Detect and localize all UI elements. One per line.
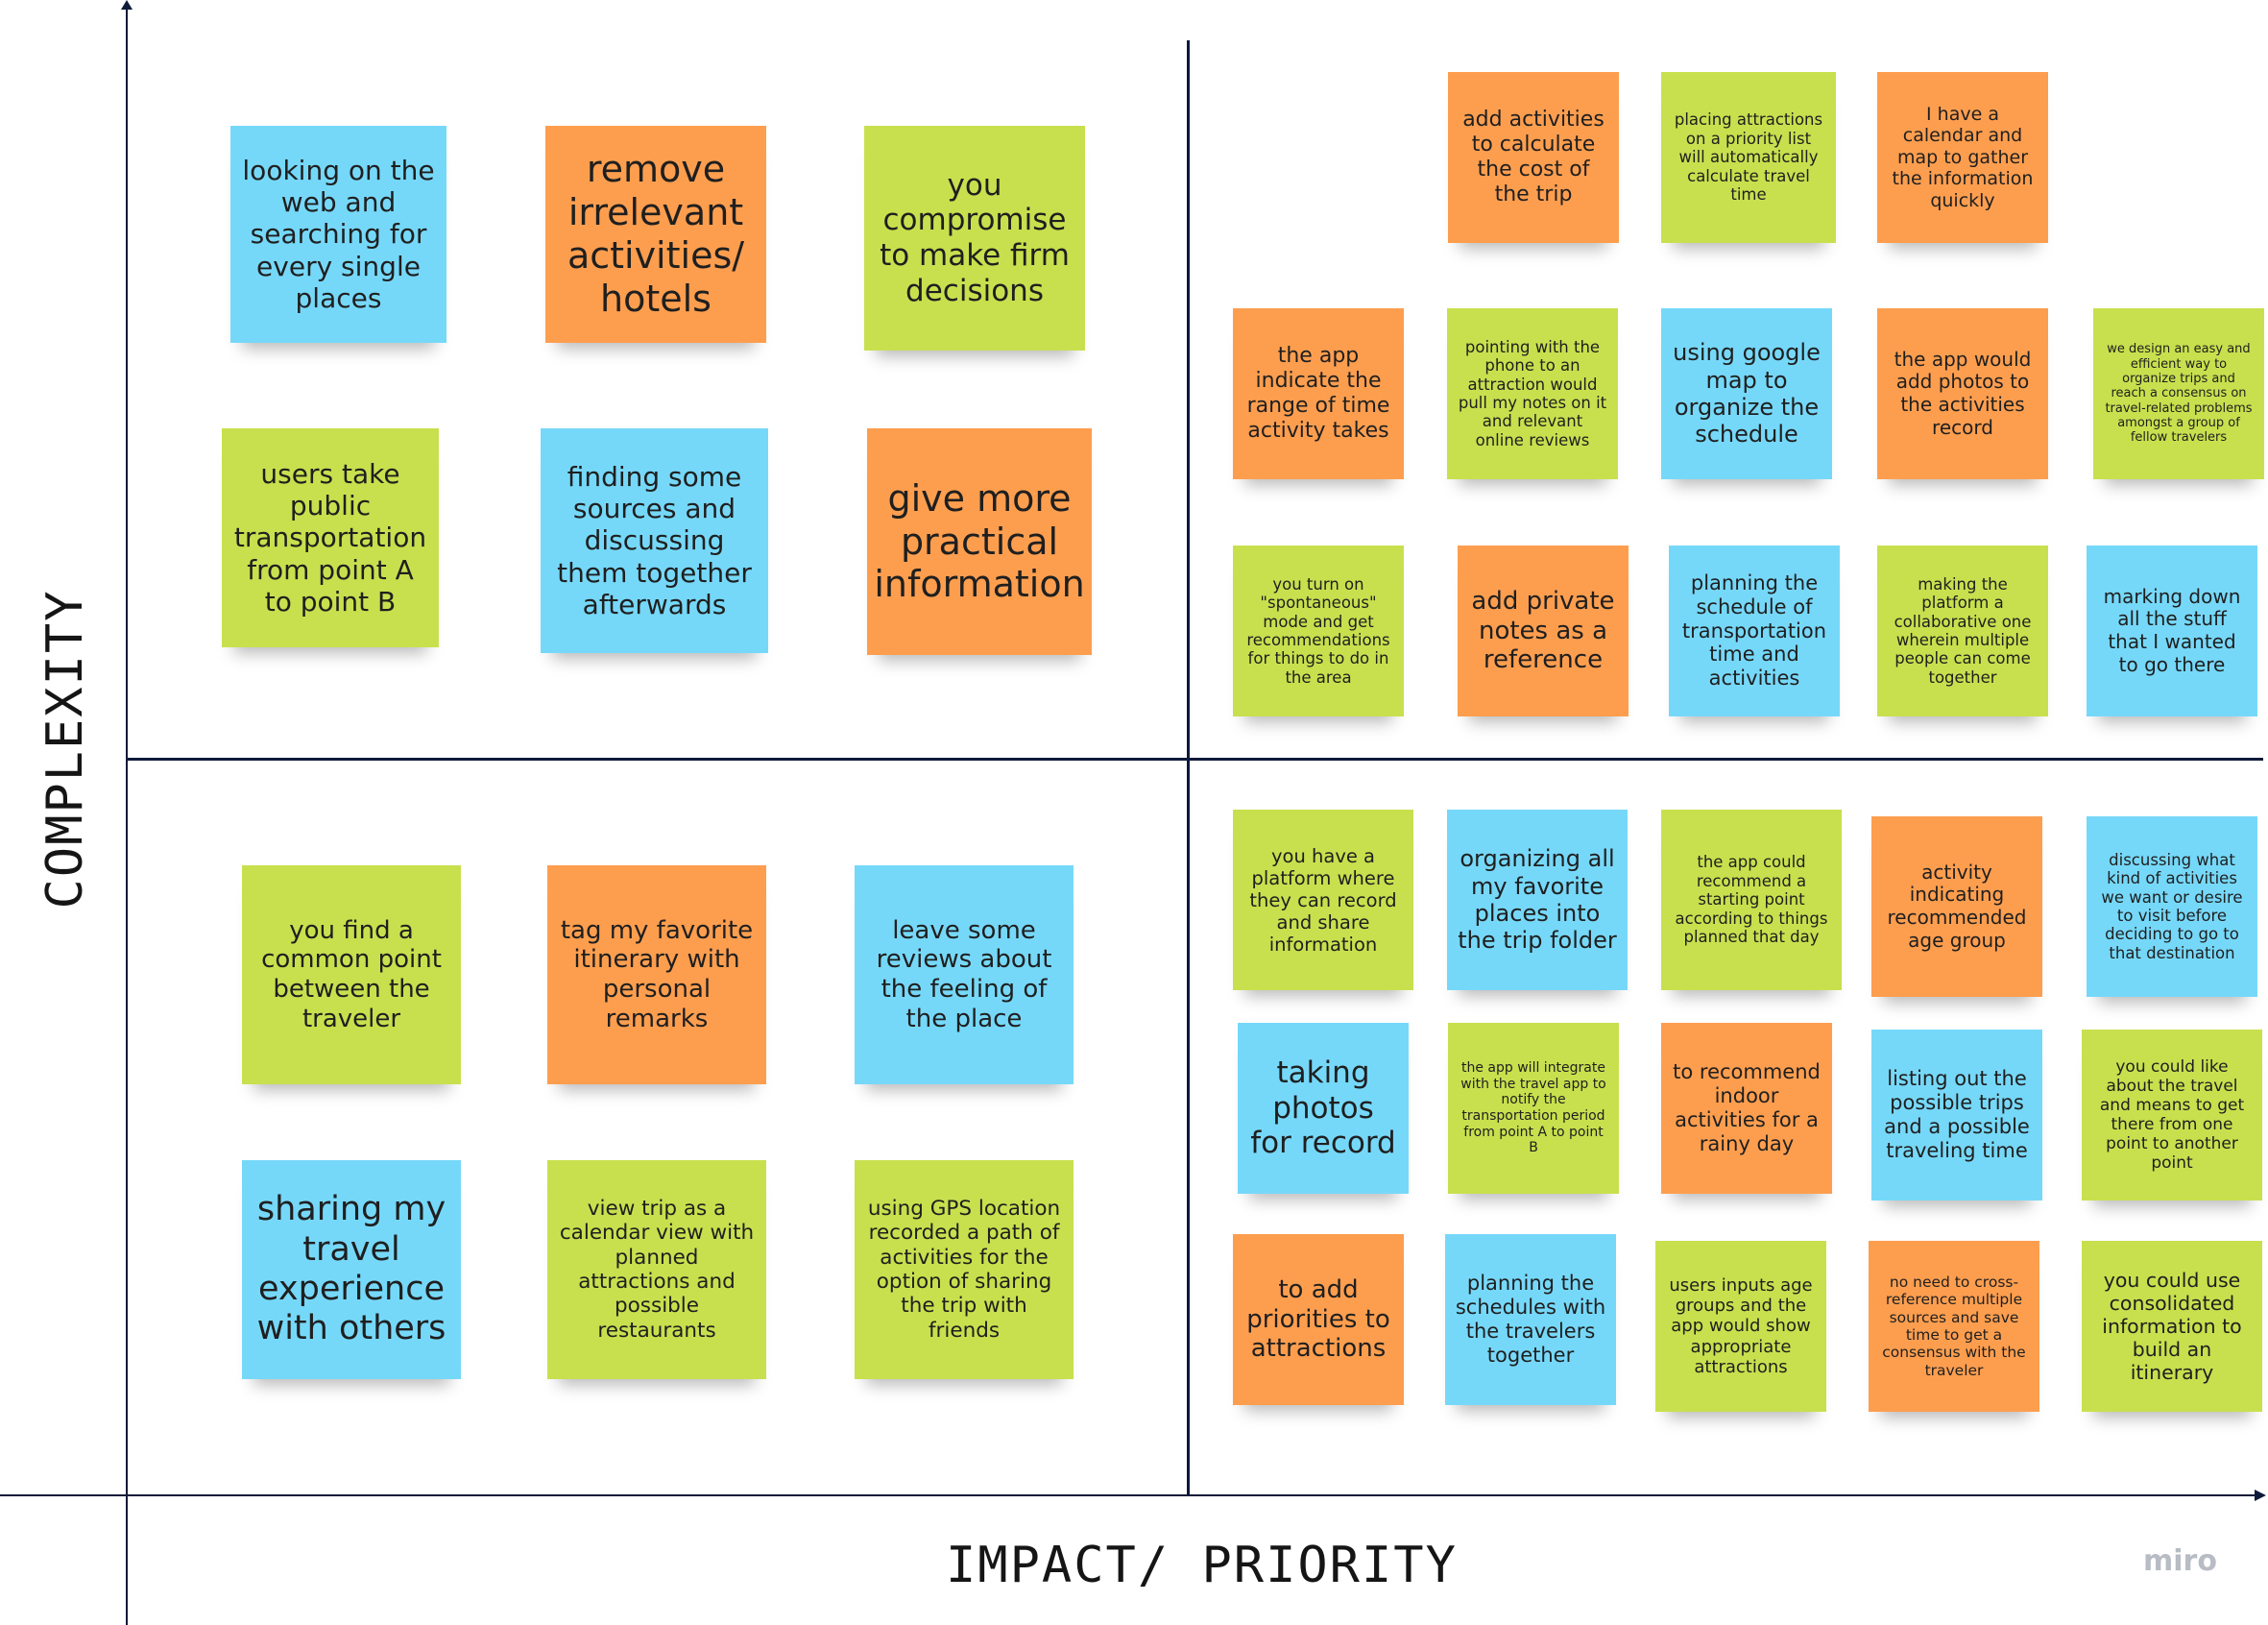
sticky-note-top-left-6[interactable]: give more practical information — [867, 428, 1092, 655]
sticky-note-text: placing attractions on a priority list w… — [1674, 110, 1823, 205]
sticky-note-bottom-right-11[interactable]: to add priorities to attractions — [1233, 1234, 1404, 1405]
sticky-note-text: we design an easy and efficient way to o… — [2105, 342, 2253, 446]
sticky-note-bottom-left-3[interactable]: leave some reviews about the feeling of … — [855, 865, 1074, 1084]
sticky-note-top-right-13[interactable]: marking down all the stuff that I wanted… — [2087, 546, 2257, 716]
sticky-note-text: you could use consolidated information t… — [2102, 1268, 2242, 1385]
sticky-note-text: activity indicating recommended age grou… — [1887, 860, 2027, 952]
sticky-note-text: pointing with the phone to an attraction… — [1458, 337, 1607, 449]
sticky-note-bottom-right-5[interactable]: discussing what kind of activities we wa… — [2087, 816, 2257, 997]
sticky-note-text: the app would add photos to the activiti… — [1894, 347, 2032, 439]
sticky-note-top-right-5[interactable]: pointing with the phone to an attraction… — [1447, 308, 1618, 479]
sticky-note-text: you find a common point between the trav… — [261, 915, 442, 1033]
sticky-note-text: leave some reviews about the feeling of … — [876, 915, 1052, 1033]
sticky-note-bottom-left-2[interactable]: tag my favorite itinerary with personal … — [547, 865, 766, 1084]
sticky-note-top-left-2[interactable]: remove irrelevant activities/ hotels — [545, 126, 766, 343]
sticky-note-text: add activities to calculate the cost of … — [1462, 108, 1604, 206]
sticky-note-text: planning the schedules with the traveler… — [1455, 1272, 1606, 1367]
sticky-note-top-left-3[interactable]: you compromise to make firm decisions — [864, 126, 1085, 351]
sticky-note-bottom-left-6[interactable]: using GPS location recorded a path of ac… — [855, 1160, 1074, 1379]
sticky-note-text: you could like about the travel and mean… — [2099, 1056, 2245, 1174]
sticky-note-top-right-8[interactable]: we design an easy and efficient way to o… — [2093, 308, 2264, 479]
sticky-note-top-right-9[interactable]: you turn on "spontaneous" mode and get r… — [1233, 546, 1404, 716]
y-axis-arrow — [121, 0, 133, 10]
sticky-note-bottom-right-15[interactable]: you could use consolidated information t… — [2082, 1241, 2262, 1412]
sticky-note-bottom-left-4[interactable]: sharing my travel experience with others — [242, 1160, 461, 1379]
sticky-note-bottom-left-1[interactable]: you find a common point between the trav… — [242, 865, 461, 1084]
sticky-note-bottom-right-6[interactable]: taking photos for record — [1238, 1023, 1409, 1194]
sticky-note-bottom-right-2[interactable]: organizing all my favorite places into t… — [1447, 810, 1628, 990]
sticky-note-text: marking down all the stuff that I wanted… — [2103, 584, 2241, 676]
y-axis-label: COMPLEXITY — [36, 589, 94, 910]
sticky-note-bottom-left-5[interactable]: view trip as a calendar view with planne… — [547, 1160, 766, 1379]
sticky-note-text: you turn on "spontaneous" mode and get r… — [1246, 574, 1390, 687]
x-axis-label: IMPACT/ PRIORITY — [946, 1537, 1458, 1594]
sticky-note-bottom-right-4[interactable]: activity indicating recommended age grou… — [1871, 816, 2042, 997]
sticky-note-top-left-1[interactable]: looking on the web and searching for eve… — [230, 126, 446, 343]
sticky-note-top-right-6[interactable]: using google map to organize the schedul… — [1661, 308, 1832, 479]
sticky-note-text: view trip as a calendar view with planne… — [559, 1196, 755, 1343]
sticky-note-text: looking on the web and searching for eve… — [242, 155, 435, 314]
sticky-note-bottom-right-9[interactable]: listing out the possible trips and a pos… — [1871, 1030, 2042, 1201]
x-axis-arrow — [2255, 1490, 2266, 1501]
sticky-note-text: listing out the possible trips and a pos… — [1884, 1067, 2030, 1162]
sticky-note-text: sharing my travel experience with others — [256, 1190, 446, 1348]
sticky-note-text: discussing what kind of activities we wa… — [2101, 850, 2243, 962]
sticky-note-text: users take public transportation from po… — [233, 458, 427, 618]
sticky-note-text: to recommend indoor activities for a rai… — [1673, 1060, 1821, 1155]
sticky-note-text: I have a calendar and map to gather the … — [1892, 103, 2034, 211]
sticky-note-bottom-right-12[interactable]: planning the schedules with the traveler… — [1445, 1234, 1616, 1405]
sticky-note-text: the app could recommend a starting point… — [1675, 853, 1828, 947]
sticky-note-text: finding some sources and discussing them… — [557, 461, 752, 620]
sticky-note-top-right-7[interactable]: the app would add photos to the activiti… — [1877, 308, 2048, 479]
sticky-note-top-left-5[interactable]: finding some sources and discussing them… — [541, 428, 768, 653]
sticky-note-text: the app will integrate with the travel a… — [1460, 1060, 1606, 1156]
sticky-note-text: using GPS location recorded a path of ac… — [867, 1196, 1061, 1343]
sticky-note-text: give more practical information — [874, 476, 1085, 606]
sticky-note-bottom-right-14[interactable]: no need to cross-reference multiple sour… — [1869, 1241, 2039, 1412]
quadrant-divider-horizontal — [126, 758, 2263, 761]
sticky-note-text: organizing all my favorite places into t… — [1458, 845, 1617, 955]
sticky-note-text: add private notes as a reference — [1471, 586, 1615, 675]
sticky-note-top-right-12[interactable]: making the platform a collaborative one … — [1877, 546, 2048, 716]
sticky-note-top-left-4[interactable]: users take public transportation from po… — [222, 428, 439, 647]
sticky-note-top-right-1[interactable]: add activities to calculate the cost of … — [1448, 72, 1619, 243]
sticky-note-bottom-right-1[interactable]: you have a platform where they can recor… — [1233, 810, 1413, 990]
sticky-note-text: making the platform a collaborative one … — [1894, 574, 2032, 687]
sticky-note-text: no need to cross-reference multiple sour… — [1882, 1273, 2026, 1379]
sticky-note-text: planning the schedule of transportation … — [1681, 571, 1827, 691]
sticky-note-top-right-2[interactable]: placing attractions on a priority list w… — [1661, 72, 1836, 243]
sticky-note-bottom-right-13[interactable]: users inputs age groups and the app woul… — [1655, 1241, 1826, 1412]
quadrant-divider-vertical — [1187, 40, 1190, 1495]
sticky-note-text: to add priorities to attractions — [1246, 1274, 1390, 1364]
sticky-note-text: the app indicate the range of time activ… — [1246, 344, 1390, 443]
sticky-note-text: taking photos for record — [1250, 1055, 1396, 1161]
sticky-note-bottom-right-7[interactable]: the app will integrate with the travel a… — [1448, 1023, 1619, 1194]
sticky-note-text: remove irrelevant activities/ hotels — [567, 148, 745, 320]
miro-watermark: miro — [2143, 1544, 2217, 1578]
sticky-note-text: users inputs age groups and the app woul… — [1669, 1274, 1813, 1377]
x-axis — [0, 1494, 2258, 1496]
sticky-note-top-right-11[interactable]: planning the schedule of transportation … — [1669, 546, 1840, 716]
y-axis — [126, 4, 128, 1625]
sticky-note-text: you have a platform where they can recor… — [1249, 844, 1397, 956]
sticky-note-top-right-4[interactable]: the app indicate the range of time activ… — [1233, 308, 1404, 479]
sticky-note-bottom-right-8[interactable]: to recommend indoor activities for a rai… — [1661, 1023, 1832, 1194]
sticky-note-bottom-right-3[interactable]: the app could recommend a starting point… — [1661, 810, 1842, 990]
sticky-note-text: using google map to organize the schedul… — [1673, 339, 1821, 449]
sticky-note-bottom-right-10[interactable]: you could like about the travel and mean… — [2082, 1030, 2262, 1201]
sticky-note-top-right-10[interactable]: add private notes as a reference — [1458, 546, 1629, 716]
sticky-note-text: tag my favorite itinerary with personal … — [560, 915, 754, 1033]
sticky-note-text: you compromise to make firm decisions — [880, 167, 1070, 308]
sticky-note-top-right-3[interactable]: I have a calendar and map to gather the … — [1877, 72, 2048, 243]
